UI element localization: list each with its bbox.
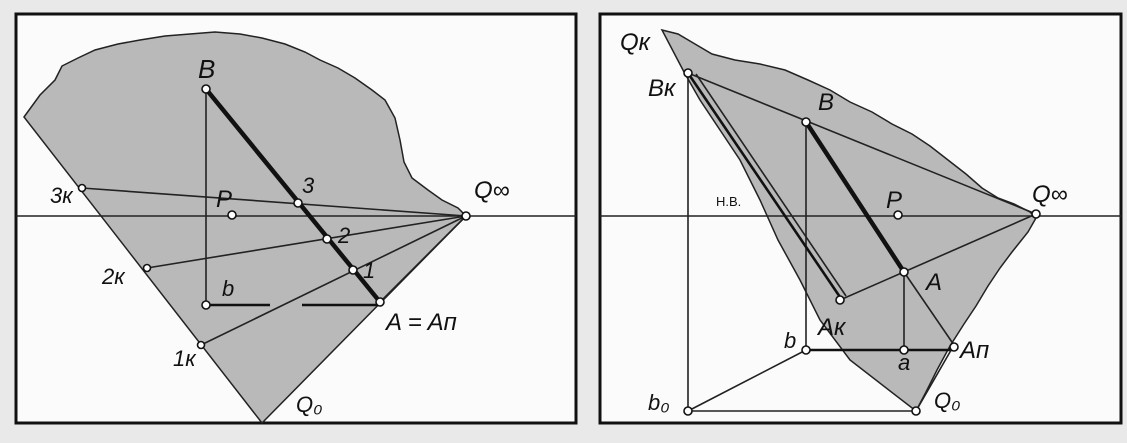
right-point-Ak xyxy=(835,295,845,305)
left-label-P: P xyxy=(216,186,232,213)
left-ray-1k xyxy=(200,215,467,346)
right-line-b0-b xyxy=(687,349,807,412)
left-ray-2k xyxy=(146,215,467,269)
right-point-Q0 xyxy=(911,406,921,416)
left-ray-a xyxy=(379,215,467,303)
right-point-b0 xyxy=(683,406,693,416)
left-label-3: 3 xyxy=(302,173,315,198)
right-figure: Qк Bк B Н.В. P Q∞ A Aк b a Aп b₀ Q₀ xyxy=(598,12,1123,425)
left-label-Qinf: Q∞ xyxy=(474,177,510,204)
right-point-Qinf xyxy=(1031,209,1041,219)
right-label-Bk: Bк xyxy=(648,75,677,102)
right-point-a xyxy=(899,345,909,355)
left-label-1k: 1к xyxy=(173,346,197,371)
right-point-B xyxy=(801,117,811,127)
left-figure: B Q∞ P 3 2 1 3к 2к 1к b A = Aп Q₀ xyxy=(14,12,578,425)
left-point-P xyxy=(227,210,237,220)
left-point-1 xyxy=(348,265,358,275)
left-ray-3k xyxy=(81,187,467,217)
right-label-Qk: Qк xyxy=(620,29,652,56)
right-label-B: B xyxy=(818,89,834,116)
right-true-length-line-2 xyxy=(695,73,847,297)
right-label-Qinf: Q∞ xyxy=(1032,181,1068,208)
right-label-Q0: Q₀ xyxy=(934,388,960,413)
left-point-3k xyxy=(77,183,87,193)
right-point-P xyxy=(893,210,903,220)
right-label-An: Aп xyxy=(958,337,989,364)
left-plane-q xyxy=(23,31,468,425)
right-point-b xyxy=(801,345,811,355)
right-true-length-line xyxy=(688,75,844,301)
left-label-B: B xyxy=(198,54,215,84)
right-label-b: b xyxy=(784,328,796,353)
left-point-3 xyxy=(293,198,303,208)
left-label-2: 2 xyxy=(337,223,350,248)
left-point-Qinf xyxy=(461,211,471,221)
left-point-2 xyxy=(322,234,332,244)
left-label-b: b xyxy=(222,276,234,301)
right-label-b0: b₀ xyxy=(648,390,670,415)
right-label-a: a xyxy=(898,350,910,375)
left-label-3k: 3к xyxy=(50,183,74,208)
right-label-A: A xyxy=(924,269,942,296)
right-ray-Ak xyxy=(839,213,1037,301)
left-label-1: 1 xyxy=(363,258,375,283)
right-ray-Bk xyxy=(687,72,1037,215)
right-point-A xyxy=(899,267,909,277)
left-label-2k: 2к xyxy=(101,264,126,289)
right-point-Bk xyxy=(683,68,693,78)
right-line-An-Q0 xyxy=(915,344,955,412)
right-label-HB: Н.В. xyxy=(716,194,741,209)
left-point-2k xyxy=(142,263,152,273)
right-segment-BA xyxy=(803,119,907,275)
left-label-A-An: A = Aп xyxy=(384,309,457,336)
right-label-Ak: Aк xyxy=(816,314,847,341)
left-point-B xyxy=(201,84,211,94)
right-label-P: P xyxy=(886,187,902,214)
right-segment-A-An xyxy=(903,271,955,346)
right-point-An xyxy=(949,342,959,352)
left-point-A xyxy=(375,297,385,307)
left-point-b xyxy=(201,300,211,310)
left-label-Q0: Q₀ xyxy=(296,392,322,417)
left-point-1k xyxy=(196,340,206,350)
